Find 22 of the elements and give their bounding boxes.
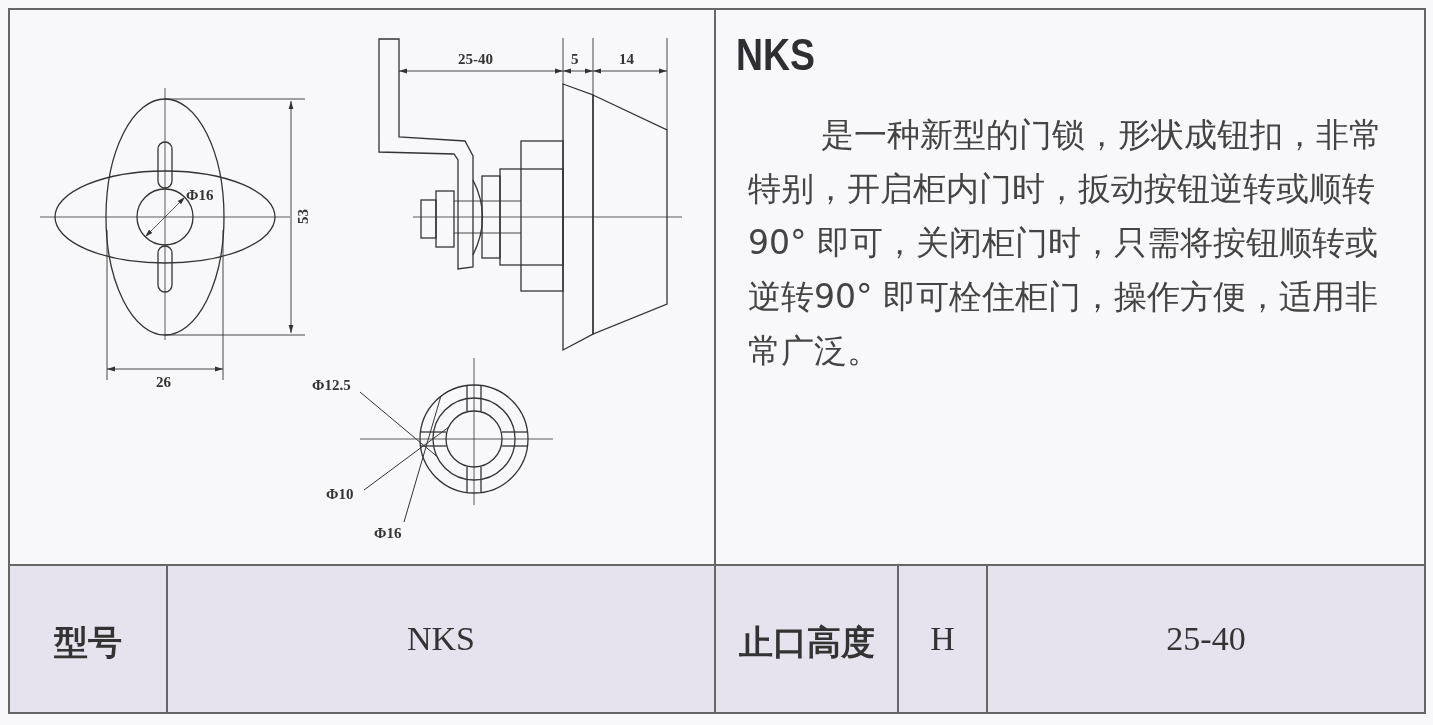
- table-text: 25-40: [1165, 620, 1247, 658]
- dimension-label: 14: [619, 51, 634, 68]
- leader-line: [403, 395, 442, 523]
- title: NKS: [736, 30, 815, 80]
- dimension-label: Φ12.5: [312, 377, 351, 394]
- leader-line: [359, 391, 438, 457]
- dimension-label: 53: [295, 209, 312, 224]
- table-text: 止口高度: [737, 621, 876, 664]
- circle-outline: [445, 410, 503, 468]
- table-text: NKS: [406, 620, 476, 658]
- dimension-label: Φ10: [326, 486, 354, 503]
- leader-line: [363, 426, 450, 491]
- dimension-label: Φ16: [186, 187, 214, 204]
- description-text: 是一种新型的门锁，形状成钮扣，非常特别，开启柜内门时，扳动按钮逆转或顺转90° 即可，关闭柜门时，只需将按钮顺转或逆转90° 即可栓住柜门，操作方便，适用非常广泛。: [748, 114, 1383, 372]
- table-text: 型号: [53, 621, 123, 664]
- table-text: H: [929, 620, 956, 658]
- dimension-label: 25-40: [458, 51, 493, 68]
- circle-outline: [419, 384, 529, 494]
- dimension-label: 26: [156, 374, 171, 391]
- dimension-label: Φ16: [374, 525, 402, 542]
- dimension-label: 5: [571, 51, 579, 68]
- circle-outline: [432, 397, 516, 481]
